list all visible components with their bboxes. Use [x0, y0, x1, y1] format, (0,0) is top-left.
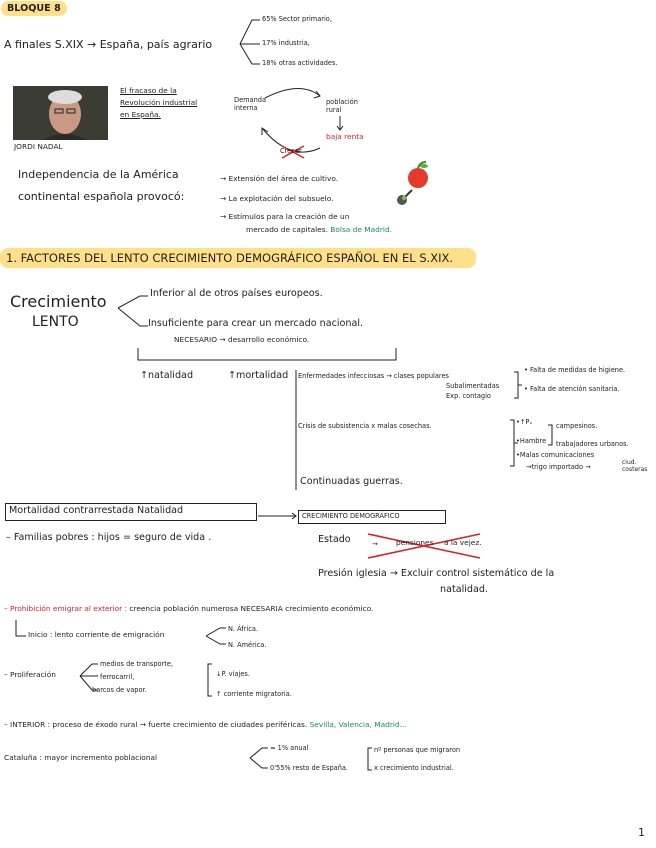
cat-r2: x crecimiento industrial. — [374, 764, 454, 772]
crec-title-1: Crecimiento — [10, 292, 107, 311]
crisis-p2: •Hambre — [516, 437, 546, 445]
prolif-a2: ferrocarril, — [100, 673, 134, 681]
interior-cities: Sevilla, Valencia, Madrid... — [310, 720, 407, 729]
nadal-name: JORDI NADAL — [14, 142, 63, 151]
proliferacion: – Proliferación — [4, 670, 56, 679]
apple-icon — [408, 162, 428, 188]
crec-b3: NECESARIO → desarrollo económico. — [174, 335, 309, 344]
vejez: a la vejez. — [444, 538, 482, 547]
guerras: Continuadas guerras. — [300, 476, 403, 487]
mortalidad: ↑mortalidad — [228, 370, 288, 381]
inicio-n2: N. América. — [228, 641, 266, 649]
indep-line-2: continental española provocó: — [18, 190, 184, 203]
indep-r1: → Extensión del área de cultivo. — [220, 174, 338, 183]
cataluna: Cataluña : mayor incremento poblacional — [4, 753, 157, 762]
prohibicion-rest: creencia población numerosa NECESARIA cr… — [129, 604, 373, 613]
estado: Estado — [318, 534, 351, 545]
indep-line-1: Independencia de la América — [18, 168, 179, 181]
mortalidad-box-text: Mortalidad contrarrestada Natalidad — [9, 505, 183, 516]
bolsa-madrid: Bolsa de Madrid. — [330, 225, 392, 234]
crisis-p4b: ciud. costeras — [622, 459, 652, 473]
presion: Presión iglesia → Excluir control sistem… — [318, 568, 554, 579]
intro-b3: 18% otras actividades. — [262, 59, 337, 67]
campesinos: campesinos. — [556, 422, 597, 430]
book-line-3: en España. — [120, 110, 161, 119]
section-1-text: 1. FACTORES DEL LENTO CRECIMIENTO DEMOGR… — [6, 251, 453, 265]
enfermedades: Enfermedades infecciosas → clases popula… — [298, 372, 449, 380]
interior-line: – INTERIOR : proceso de éxodo rural → fu… — [4, 720, 407, 729]
indep-r4-text: mercado de capitales. — [246, 225, 328, 234]
pensiones: pensiones — [396, 538, 433, 547]
prolif-r1: ↓P. viajes. — [216, 670, 250, 678]
page-number: 1 — [638, 826, 645, 839]
inicio-n1: N. África. — [228, 625, 258, 633]
arrow-estado: → — [372, 540, 378, 548]
bloque-label: BLOQUE 8 — [1, 1, 67, 16]
cycle-poblacion: población rural — [326, 98, 366, 114]
presion-2: natalidad. — [440, 584, 488, 595]
intro-b1: 65% Sector primario, — [262, 15, 332, 23]
indep-r2: → La explotación del subsuelo. — [220, 194, 333, 203]
interior-text: – INTERIOR : proceso de éxodo rural → fu… — [4, 720, 307, 729]
subalimentadas: Subalimentadas — [446, 382, 499, 390]
inicio: Inicio : lento corriente de emigración — [28, 630, 164, 639]
cycle-demanda: Demanda interna — [234, 96, 274, 112]
cat-a2: 0'55% resto de España. — [270, 764, 348, 772]
crecimiento-box-text: CRECIMIENTO DEMOGRÁFICO — [302, 512, 400, 520]
prohibicion-line: – Prohibición emigrar al exterior : cree… — [4, 604, 373, 613]
book-line-1: El fracaso de la — [120, 86, 177, 95]
falta-atencion: • Falta de atención sanitaria. — [524, 385, 620, 393]
crisis-p3: •Malas comunicaciones — [516, 451, 594, 459]
cat-r1: nº personas que migraron — [374, 746, 460, 754]
prolif-a3: barcos de vapor. — [92, 686, 147, 694]
intro-b2: 17% industria, — [262, 39, 310, 47]
indep-r3: → Estímulos para la creación de un — [220, 212, 349, 221]
cat-a1: ≃ 1% anual — [270, 744, 308, 752]
crisis-p1: •↑Pₓ — [516, 418, 532, 426]
book-line-2: Revolución industrial — [120, 98, 197, 107]
crisis: Crisis de subsistencia x malas cosechas. — [298, 422, 432, 430]
exp-contagio: Exp. contagio — [446, 392, 491, 400]
section-1-title: 1. FACTORES DEL LENTO CRECIMIENTO DEMOGR… — [0, 248, 476, 268]
cycle-crossed-word: Crecer — [280, 147, 302, 155]
trabajadores: trabajadores urbanos. — [556, 440, 629, 448]
crec-b2: Insuficiente para crear un mercado nacio… — [148, 318, 363, 329]
shovel-icon — [397, 190, 412, 205]
crec-b1: Inferior al de otros países europeos. — [150, 288, 323, 299]
familias: – Familias pobres : hijos = seguro de vi… — [6, 532, 211, 543]
indep-r4: mercado de capitales. Bolsa de Madrid. — [246, 225, 392, 234]
prohibicion-red: – Prohibición emigrar al exterior : — [4, 604, 127, 613]
natalidad: ↑natalidad — [140, 370, 193, 381]
prolif-a1: medios de transporte, — [100, 660, 173, 668]
falta-higiene: • Falta de medidas de higiene. — [524, 366, 625, 374]
prolif-r2: ↑ corriente migratoria. — [216, 690, 292, 698]
jordi-nadal-photo — [13, 86, 108, 140]
intro-text: A finales S.XIX → España, país agrario — [4, 38, 212, 51]
crec-title-2: LENTO — [32, 314, 79, 330]
crisis-p4: →trigo importado → — [526, 463, 591, 471]
cycle-baja-renta: baja renta — [326, 132, 364, 141]
